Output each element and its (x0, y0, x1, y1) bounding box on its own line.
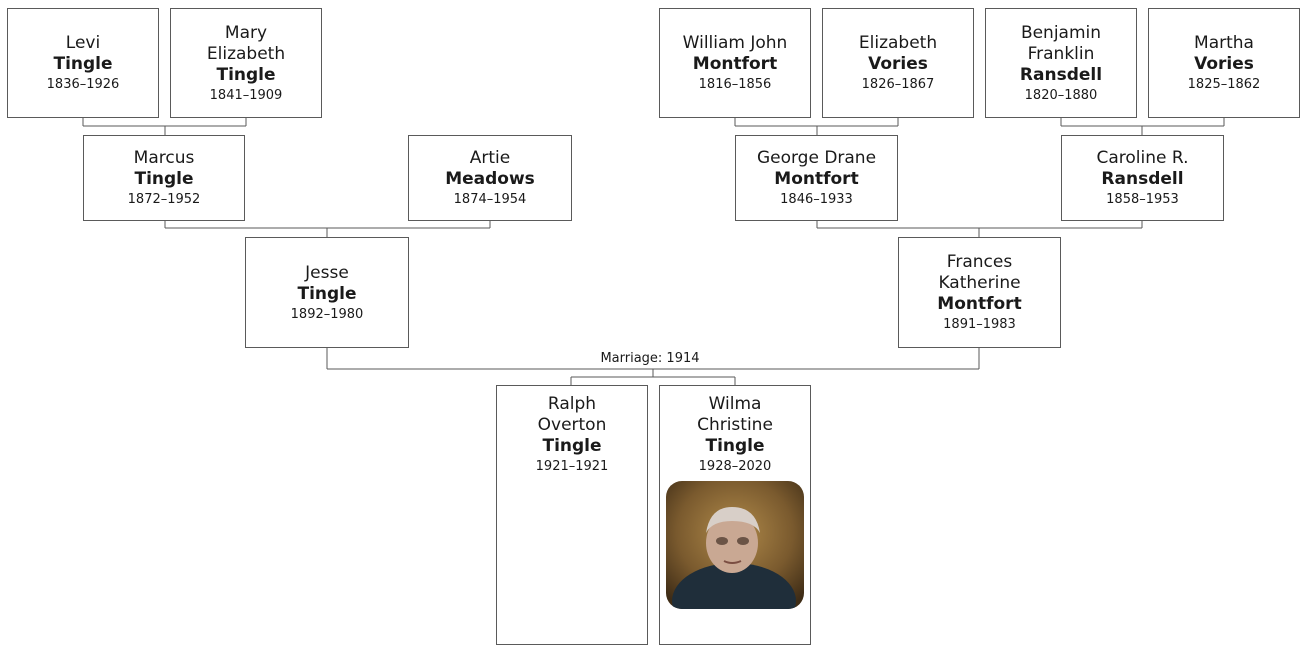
given-name: George Drane (756, 148, 877, 168)
person-card-ralph-tingle[interactable]: Ralph Overton Tingle 1921–1921 (496, 385, 648, 645)
surname: Tingle (216, 64, 276, 85)
person-card-william-montfort[interactable]: William John Montfort 1816–1856 (659, 8, 811, 118)
given-name: Marcus (133, 148, 195, 168)
given-name: Ralph Overton (537, 394, 607, 435)
given-name: Artie (469, 148, 511, 168)
person-card-george-montfort[interactable]: George Drane Montfort 1846–1933 (735, 135, 898, 221)
given-name: Elizabeth (858, 33, 938, 53)
person-card-caroline-ransdell[interactable]: Caroline R. Ransdell 1858–1953 (1061, 135, 1224, 221)
life-years: 1826–1867 (861, 77, 935, 92)
surname: Tingle (297, 283, 357, 304)
marriage-label: Marriage: 1914 (600, 351, 700, 366)
life-years: 1816–1856 (698, 77, 772, 92)
life-years: 1825–1862 (1187, 77, 1261, 92)
surname: Tingle (542, 436, 602, 456)
life-years: 1872–1952 (127, 192, 201, 207)
given-name: Frances Katherine (938, 252, 1021, 293)
life-years: 1874–1954 (453, 192, 527, 207)
life-years: 1928–2020 (698, 459, 772, 474)
given-name: Levi (65, 33, 101, 53)
given-name: Caroline R. (1096, 148, 1189, 168)
portrait-photo-icon[interactable] (666, 481, 804, 609)
given-name: Wilma Christine (697, 394, 773, 435)
given-name: Mary Elizabeth (206, 22, 286, 64)
person-card-martha-vories[interactable]: Martha Vories 1825–1862 (1148, 8, 1300, 118)
surname: Montfort (774, 169, 859, 189)
given-name: Benjamin Franklin (1020, 22, 1102, 64)
surname: Vories (1194, 54, 1254, 74)
surname: Meadows (445, 169, 535, 189)
tree-connector-lines (82, 118, 1225, 385)
life-years: 1841–1909 (209, 87, 283, 103)
person-card-wilma-tingle[interactable]: Wilma Christine Tingle 1928–2020 (659, 385, 811, 645)
person-card-frances-montfort[interactable]: Frances Katherine Montfort 1891–1983 (898, 237, 1061, 348)
person-card-marcus-tingle[interactable]: Marcus Tingle 1872–1952 (83, 135, 245, 221)
person-card-levi-tingle[interactable]: Levi Tingle 1836–1926 (7, 8, 159, 118)
surname: Montfort (692, 54, 778, 74)
surname: Ransdell (1019, 64, 1103, 85)
life-years: 1858–1953 (1106, 192, 1179, 207)
given-name: Martha (1194, 33, 1254, 53)
life-years: 1836–1926 (46, 77, 120, 92)
person-card-elizabeth-vories[interactable]: Elizabeth Vories 1826–1867 (822, 8, 974, 118)
person-card-artie-meadows[interactable]: Artie Meadows 1874–1954 (408, 135, 572, 221)
life-years: 1820–1880 (1024, 87, 1098, 103)
given-name: William John (682, 33, 788, 53)
life-years: 1891–1983 (943, 317, 1016, 332)
life-years: 1846–1933 (780, 192, 853, 207)
surname: Montfort (937, 294, 1022, 314)
person-card-jesse-tingle[interactable]: Jesse Tingle 1892–1980 (245, 237, 409, 348)
given-name: Jesse (305, 262, 349, 283)
surname: Tingle (53, 54, 113, 74)
surname: Ransdell (1101, 169, 1184, 189)
person-card-mary-tingle[interactable]: Mary Elizabeth Tingle 1841–1909 (170, 8, 322, 118)
surname: Tingle (705, 436, 765, 456)
surname: Vories (868, 54, 928, 74)
surname: Tingle (134, 169, 194, 189)
life-years: 1892–1980 (290, 306, 364, 322)
life-years: 1921–1921 (535, 459, 609, 474)
person-card-benjamin-ransdell[interactable]: Benjamin Franklin Ransdell 1820–1880 (985, 8, 1137, 118)
